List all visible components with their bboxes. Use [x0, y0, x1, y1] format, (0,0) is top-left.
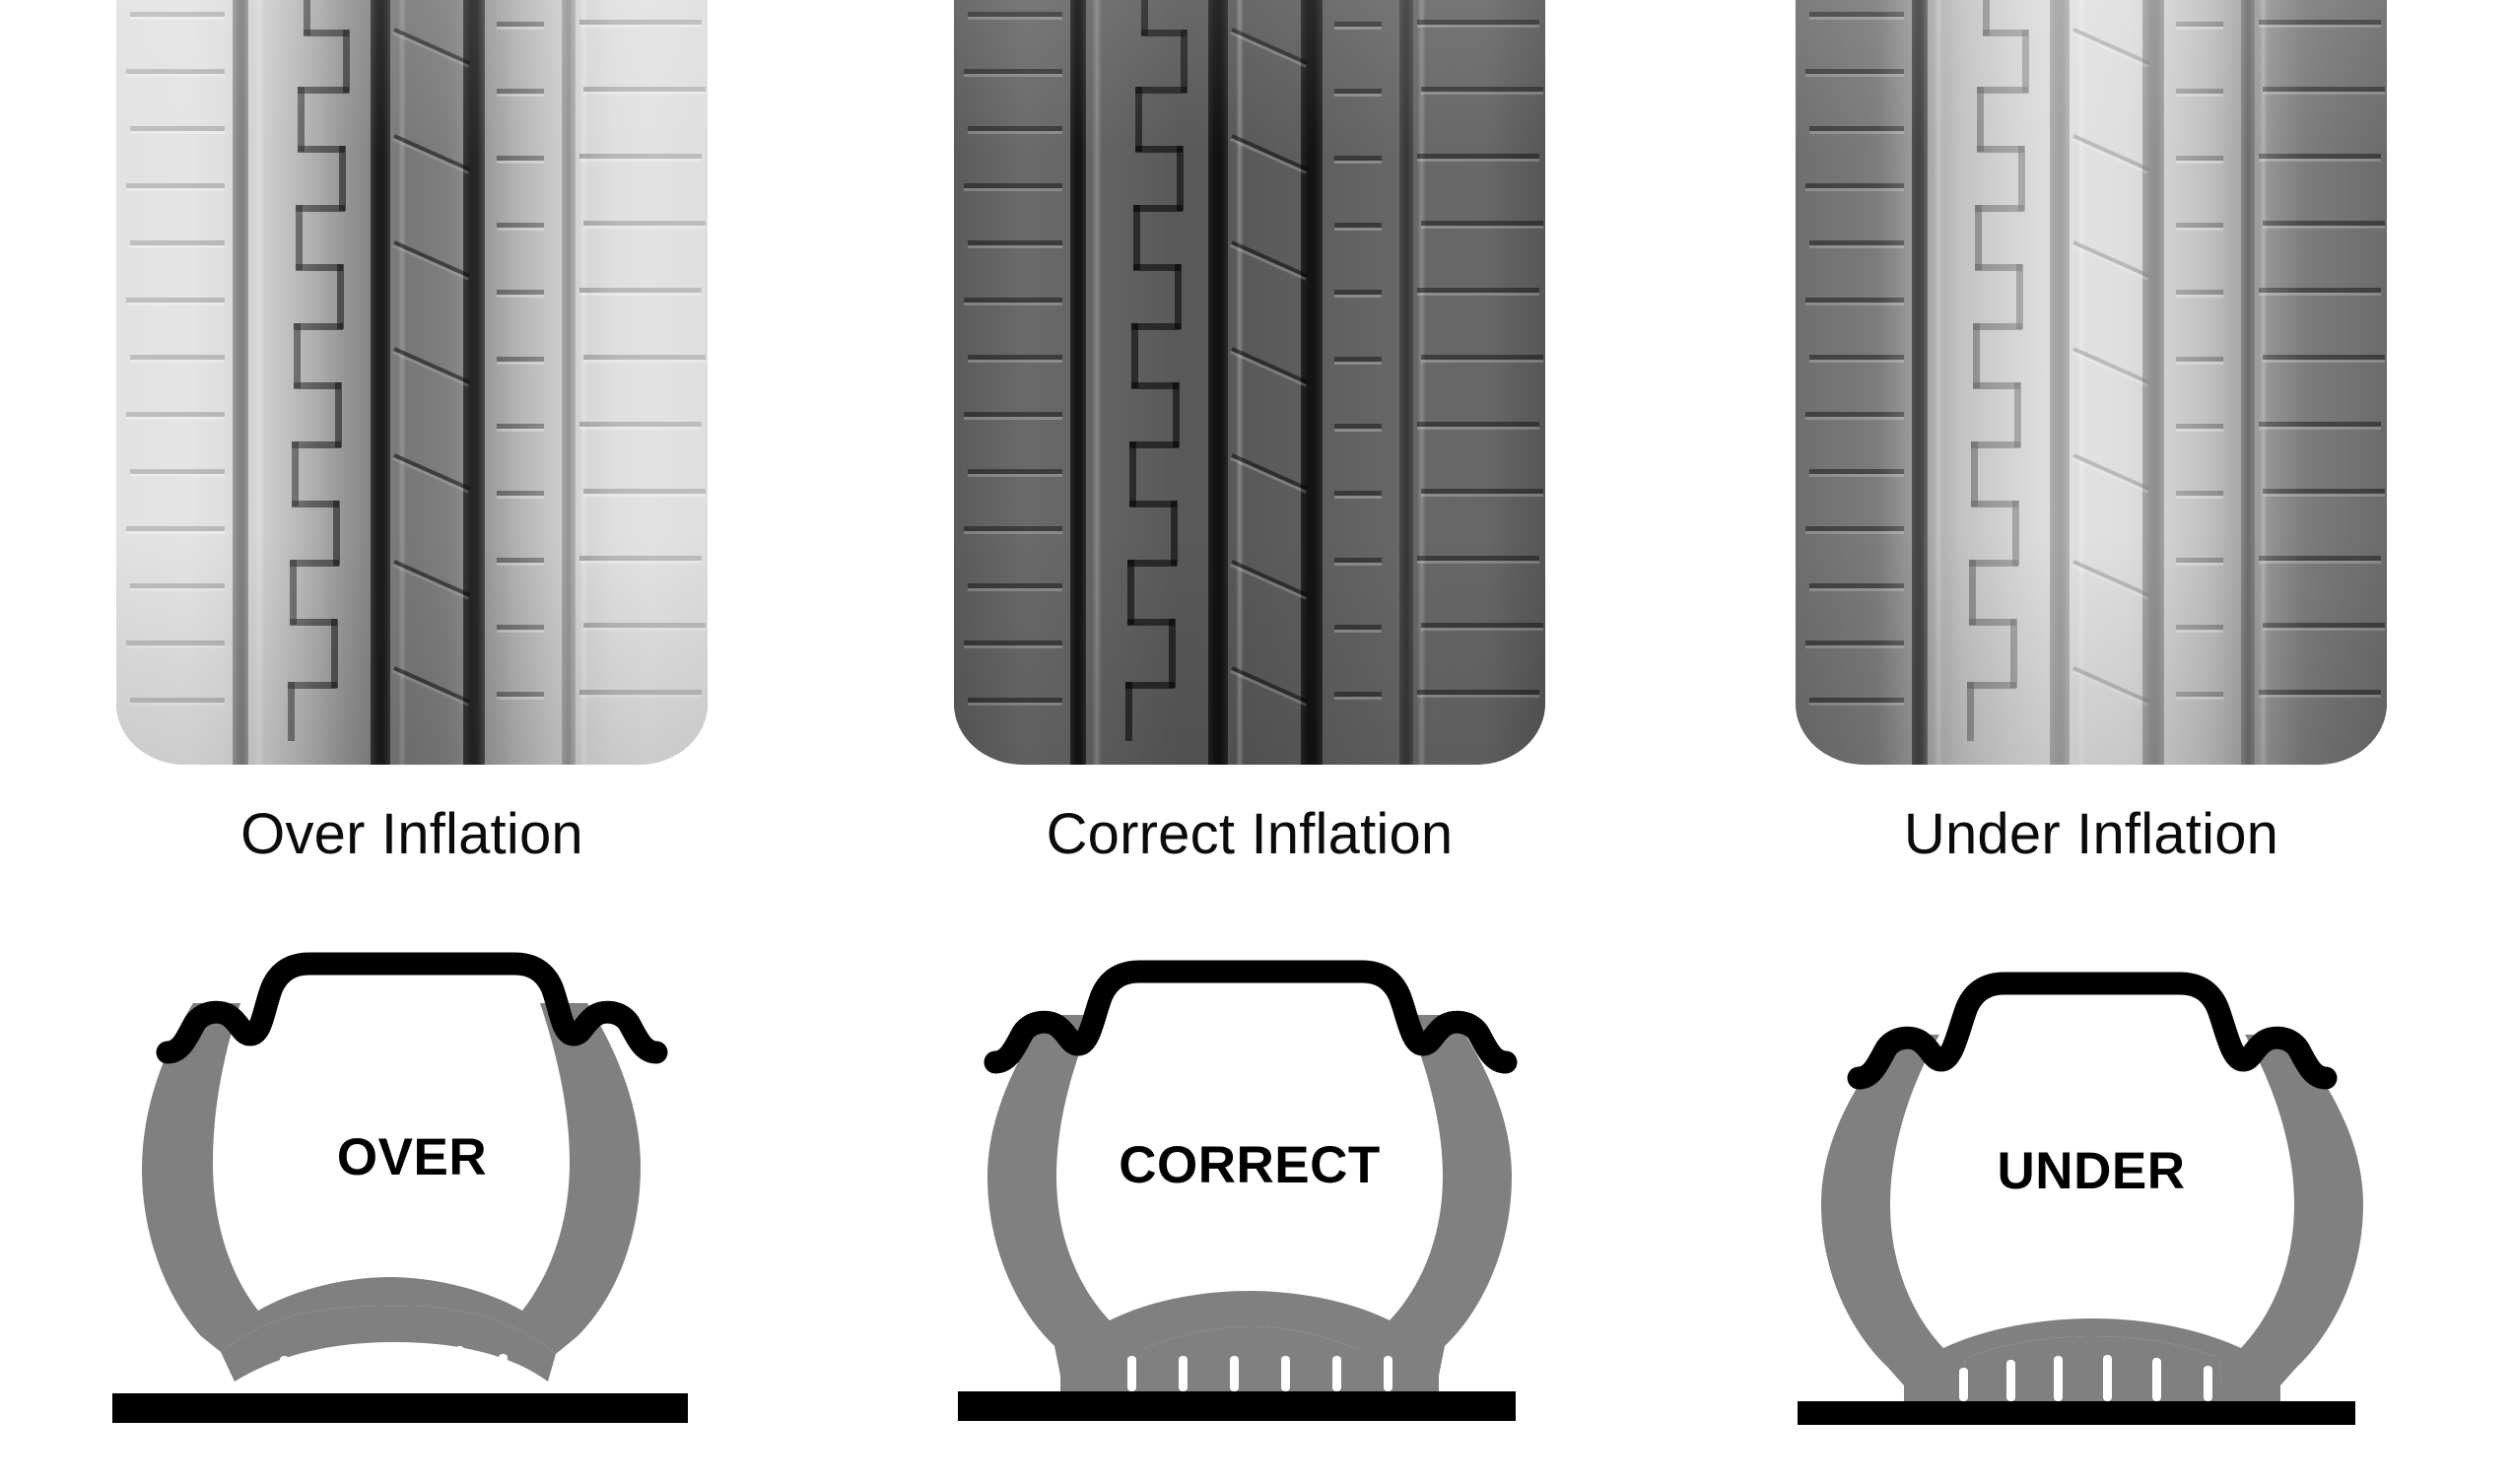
tread-band-correct	[1060, 1326, 1439, 1391]
ground-line-under	[1798, 1401, 2355, 1425]
rim-profile-over	[156, 952, 668, 1064]
section-label-under: UNDER	[1997, 1142, 2186, 1200]
section-label-over: OVER	[336, 1128, 488, 1186]
tire-body-under	[1821, 1035, 2363, 1385]
rim-profile-under	[1847, 972, 2338, 1090]
tread-band-under	[1904, 1336, 2280, 1401]
caption-correct-inflation: Correct Inflation	[1046, 802, 1454, 866]
column-under-inflation: Under Inflation UNDER	[1687, 0, 2495, 1484]
tread-notches-over	[280, 1343, 508, 1389]
cross-section-under: UNDER	[1786, 912, 2397, 1425]
section-label-correct: CORRECT	[1119, 1136, 1381, 1194]
tread-photo-over	[116, 0, 708, 765]
caption-over-inflation: Over Inflation	[240, 802, 583, 866]
tire-body-correct	[987, 1015, 1512, 1376]
tread-notches-under	[1959, 1355, 2212, 1401]
column-correct-inflation: Correct Inflation CORR	[846, 0, 1654, 1484]
caption-under-inflation: Under Inflation	[1903, 802, 2279, 866]
rim-profile-correct	[984, 960, 1518, 1074]
tread-photo-correct	[954, 0, 1545, 765]
ground-line-correct	[958, 1391, 1516, 1421]
tread-photo-under	[1796, 0, 2387, 765]
cross-section-over: OVER	[106, 912, 717, 1425]
tread-notches-correct	[1127, 1356, 1392, 1391]
tread-band-over	[221, 1306, 556, 1382]
column-over-inflation: Over Inflation	[8, 0, 816, 1484]
cross-section-correct: CORRECT	[944, 912, 1555, 1425]
ground-line-over	[112, 1393, 688, 1423]
